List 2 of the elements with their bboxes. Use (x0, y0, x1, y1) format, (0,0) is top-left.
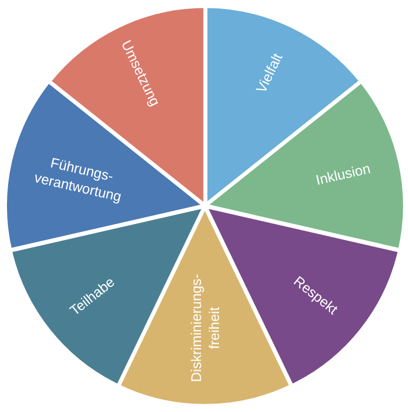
segment-label: Diskriminierungs- freiheit (186, 272, 223, 384)
segment-label: Inklusion (314, 159, 372, 190)
